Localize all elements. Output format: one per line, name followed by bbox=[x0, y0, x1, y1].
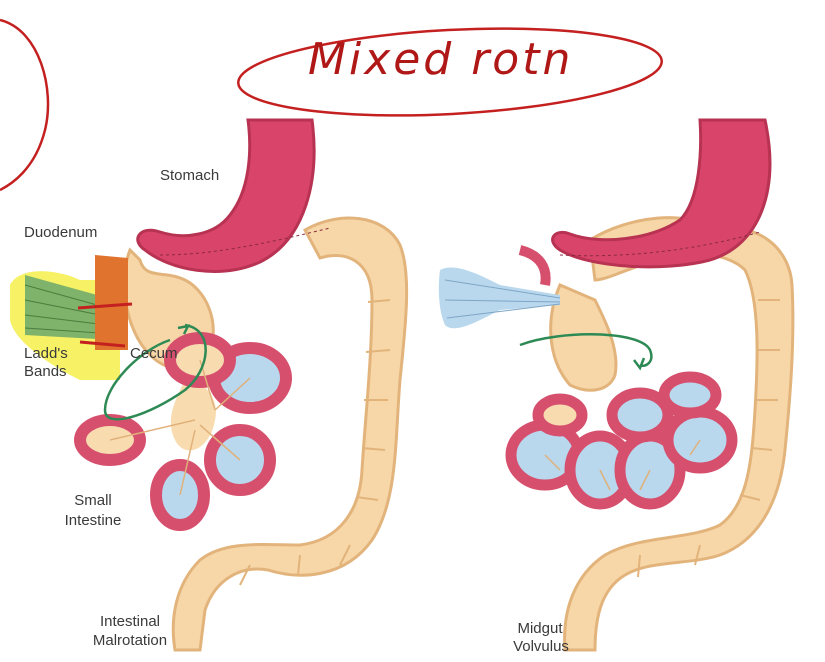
label-ladds-line-1: Ladd's bbox=[24, 345, 68, 362]
left-panel-drawing bbox=[10, 120, 407, 650]
handwritten-note: Mixed rotn bbox=[308, 34, 573, 85]
label-stomach: Stomach bbox=[160, 167, 219, 184]
stomach-right bbox=[553, 120, 770, 267]
caption-right-line-1: Midgut bbox=[500, 620, 580, 637]
stomach-left bbox=[138, 120, 314, 271]
label-small-line-2: Intestine bbox=[48, 512, 138, 529]
label-ladds-line-2: Bands bbox=[24, 363, 67, 380]
pedicle-right bbox=[551, 285, 616, 390]
duodenum-band bbox=[95, 255, 128, 350]
right-panel-drawing bbox=[439, 120, 793, 650]
volvulus-loops-right bbox=[511, 377, 732, 504]
label-duodenum: Duodenum bbox=[24, 224, 97, 241]
ink-circle-left bbox=[0, 20, 48, 190]
label-small-line-1: Small bbox=[58, 492, 128, 509]
label-cecum: Cecum bbox=[130, 345, 178, 362]
caption-left-line-1: Intestinal bbox=[80, 613, 180, 630]
caption-left-line-2: Malrotation bbox=[72, 632, 188, 649]
caption-right-line-2: Volvulus bbox=[496, 638, 586, 655]
